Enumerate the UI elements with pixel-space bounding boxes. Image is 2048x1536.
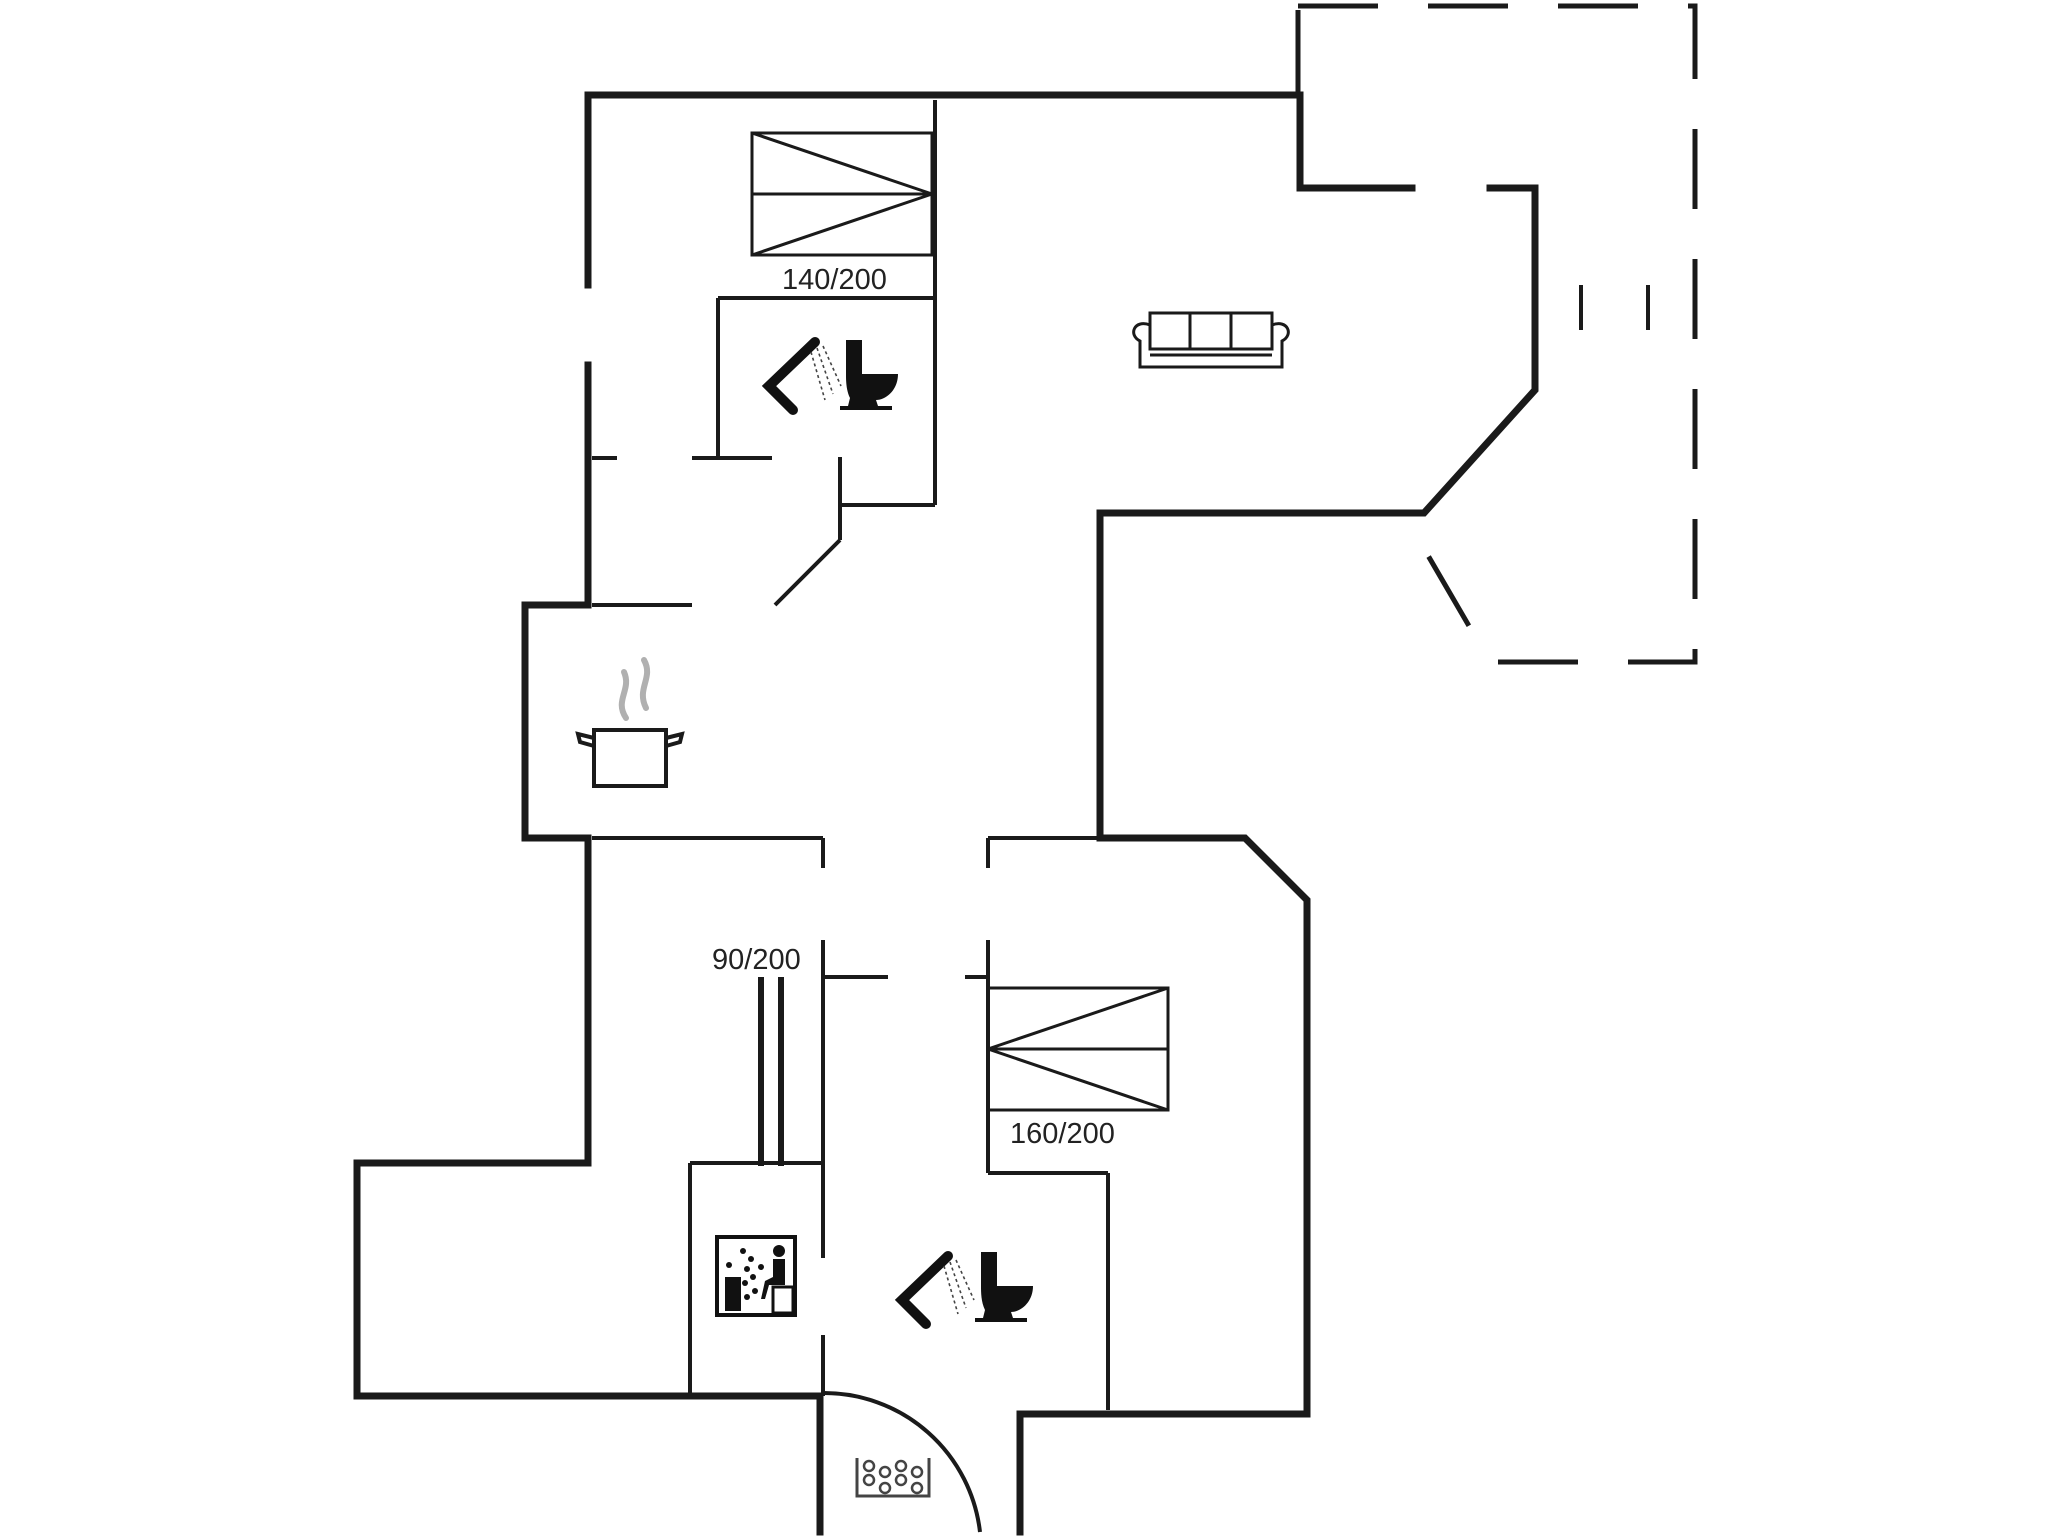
terrace-outline <box>1295 3 1698 665</box>
bed-160: 160/200 <box>986 986 1170 1150</box>
cooking-pot-icon <box>575 657 685 788</box>
interior-walls <box>592 100 1110 1533</box>
toilet-icon <box>840 340 898 410</box>
shower-icon-south <box>894 1251 975 1329</box>
toilet-icon-south <box>975 1252 1033 1322</box>
whirlpool-icon <box>855 1458 931 1498</box>
exterior-walls <box>353 91 1539 1536</box>
bed-140-label: 140/200 <box>782 264 887 296</box>
sauna-icon <box>715 1235 797 1317</box>
bed-90-label: 90/200 <box>712 944 801 976</box>
bed-140: 140/200 <box>750 131 934 296</box>
sofa-icon <box>1132 311 1290 369</box>
shower-icon <box>761 337 842 415</box>
bed-160-label: 160/200 <box>1010 1118 1115 1150</box>
